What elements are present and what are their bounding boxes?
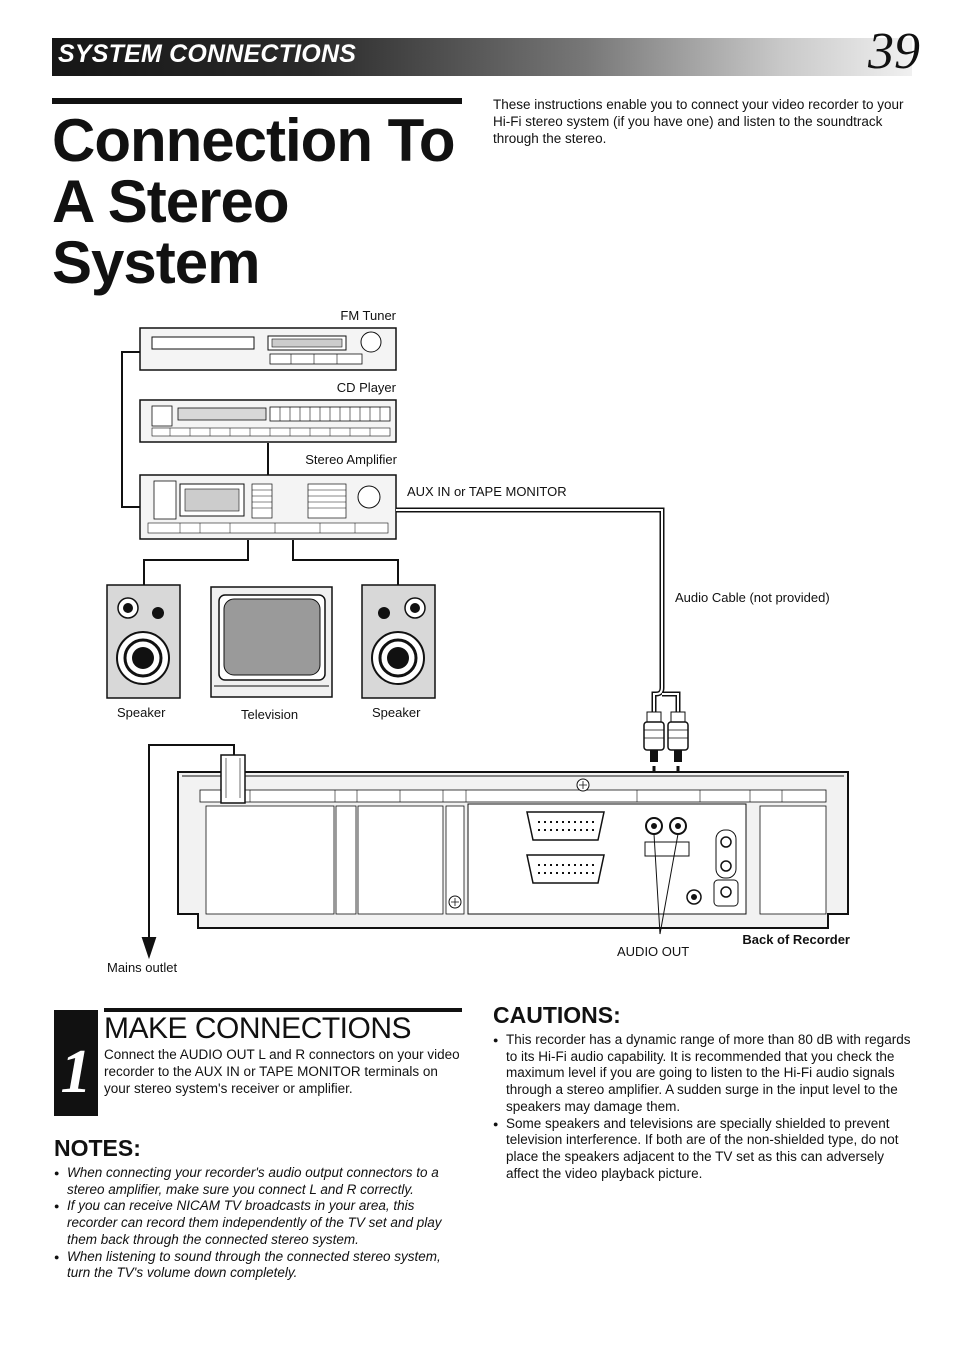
- stereo-amplifier-illustration: [139, 474, 397, 540]
- note-item: If you can receive NICAM TV broadcasts i…: [54, 1198, 464, 1248]
- fm-tuner-illustration: [139, 327, 397, 371]
- cd-player-label: CD Player: [336, 380, 396, 395]
- notes-list: When connecting your recorder's audio ou…: [54, 1165, 464, 1282]
- audio-cable: [396, 507, 681, 712]
- note-item: When connecting your recorder's audio ou…: [54, 1165, 464, 1198]
- cautions-list: This recorder has a dynamic range of mor…: [493, 1032, 913, 1182]
- speaker-left-label: Speaker: [117, 705, 166, 720]
- recorder-back-illustration: [177, 754, 849, 929]
- note-item: When listening to sound through the conn…: [54, 1249, 464, 1282]
- section-header-bar: [52, 38, 912, 76]
- television-label: Television: [241, 707, 299, 722]
- step-rule: [104, 1008, 462, 1012]
- television-illustration: [210, 586, 333, 698]
- cd-player-illustration: [139, 399, 397, 443]
- caution-item: Some speakers and televisions are specia…: [493, 1116, 913, 1183]
- caution-item: This recorder has a dynamic range of mor…: [493, 1032, 913, 1116]
- audio-cable-label: Audio Cable (not provided): [675, 590, 830, 605]
- page-title-line: System: [52, 229, 260, 296]
- back-of-recorder-label: Back of Recorder: [742, 932, 850, 947]
- speaker-right-label: Speaker: [372, 705, 421, 720]
- page-number: 39: [868, 23, 920, 80]
- page-title-line: Connection To: [52, 107, 456, 174]
- title-rule: [52, 98, 462, 104]
- cautions-heading: CAUTIONS:: [493, 1002, 621, 1028]
- stereo-amplifier-label: Stereo Amplifier: [305, 452, 397, 467]
- rca-plug-left-illustration: [643, 711, 665, 762]
- section-title: SYSTEM CONNECTIONS: [58, 40, 357, 68]
- speaker-right-illustration: [361, 584, 436, 699]
- page-title: Connection To A Stereo System: [52, 110, 472, 293]
- component-wiring: [121, 351, 399, 585]
- step-number-badge: 1: [54, 1010, 98, 1116]
- mains-outlet-label: Mains outlet: [107, 960, 178, 975]
- notes-heading: NOTES:: [54, 1135, 141, 1161]
- connection-diagram: [106, 327, 849, 960]
- audio-out-label: AUDIO OUT: [617, 944, 690, 959]
- fm-tuner-label: FM Tuner: [340, 308, 396, 323]
- step-text: Connect the AUDIO OUT L and R connectors…: [104, 1047, 460, 1096]
- page-title-line: A Stereo: [52, 168, 290, 235]
- step-heading: MAKE CONNECTIONS: [104, 1012, 412, 1045]
- speaker-left-illustration: [106, 584, 181, 699]
- rca-plug-right-illustration: [667, 711, 689, 762]
- audio-out-pointer-lines: [653, 833, 679, 935]
- aux-in-label: AUX IN or TAPE MONITOR: [407, 484, 567, 499]
- intro-paragraph: These instructions enable you to connect…: [493, 97, 904, 146]
